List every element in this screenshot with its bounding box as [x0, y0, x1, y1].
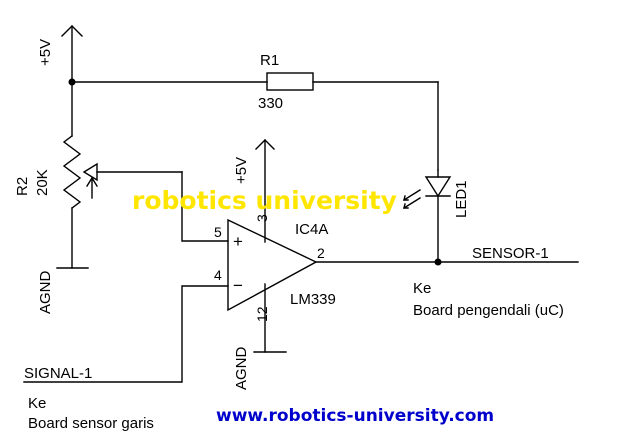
led-ref: LED1: [453, 180, 470, 218]
ic-ref-label: IC4A: [295, 221, 328, 238]
signal-dest-ke: Ke: [28, 395, 46, 412]
sensor-dest-board: Board pengendali (uC): [413, 302, 564, 319]
supply-label-left: +5V: [37, 39, 54, 66]
supply-label-ic: +5V: [233, 157, 250, 184]
r2-value: 20K: [34, 169, 51, 196]
resistor-r1: [266, 72, 314, 91]
r2-ref: R2: [14, 177, 31, 196]
pin-2-label: 2: [317, 245, 325, 261]
wire-signal-to-minus: [23, 285, 229, 383]
potentiometer-r2: [62, 81, 82, 269]
supply-arrow-ic: [255, 139, 275, 243]
r1-ref: R1: [260, 52, 279, 69]
potentiometer-wiper: [82, 162, 183, 199]
ground-label-ic: AGND: [233, 346, 250, 390]
watermark-text: robotics university: [132, 186, 397, 215]
minus-sign: −: [233, 276, 243, 295]
pin-4-label: 4: [214, 267, 222, 283]
sensor-dest-ke: Ke: [413, 280, 431, 297]
wire-wiper-to-plus: [181, 171, 229, 242]
led-diode: [424, 169, 452, 263]
comparator-ic4a: [227, 218, 318, 312]
ground-label-left: AGND: [37, 270, 54, 314]
pin-12-label: 12: [254, 306, 270, 322]
plus-sign: +: [233, 232, 243, 251]
sensor-net-label: SENSOR-1: [472, 245, 549, 262]
website-url: www.robotics-university.com: [216, 406, 494, 426]
signal-dest-board: Board sensor garis: [28, 415, 154, 432]
r1-value: 330: [258, 95, 283, 112]
supply-arrow-left: [61, 25, 83, 83]
led-light-arrows-icon: [403, 189, 421, 209]
ic-part-label: LM339: [290, 291, 336, 308]
pin-3-label: 3: [254, 214, 270, 222]
signal-net-label: SIGNAL-1: [24, 365, 92, 382]
top-rail-wire: [71, 81, 439, 171]
pin-5-label: 5: [214, 224, 222, 240]
